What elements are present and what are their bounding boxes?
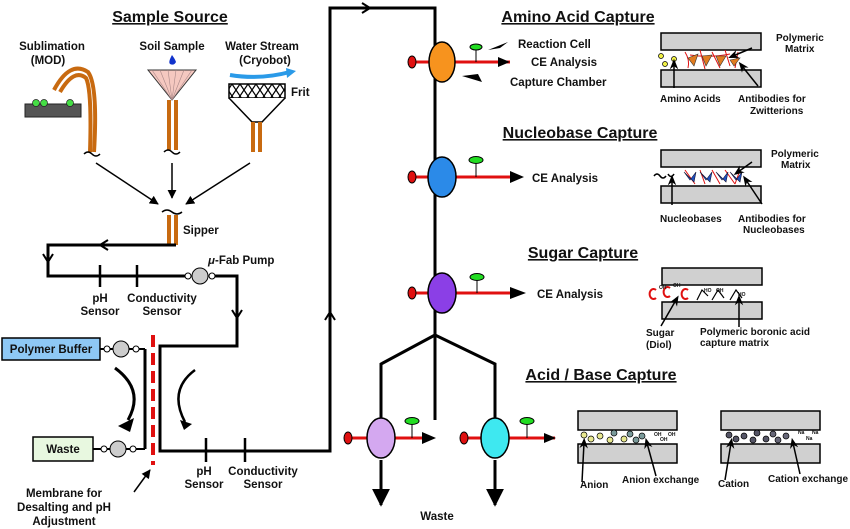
- inset-label: capture matrix: [700, 338, 769, 349]
- title-amino-acid: Amino Acid Capture: [501, 9, 654, 26]
- membrane-label: Membrane for: [26, 488, 103, 500]
- buffer-pump: [100, 340, 145, 358]
- source-sublimation: Sublimation (MOD): [19, 41, 101, 157]
- ho-label: HO: [704, 288, 712, 294]
- membrane-label-2: Desalting and pH: [17, 502, 111, 514]
- membrane-label-3: Adjustment: [32, 516, 95, 528]
- pump-label: -Fab Pump: [215, 255, 274, 267]
- water-label: Water Stream: [225, 41, 299, 53]
- inset-label: Cation exchange: [768, 474, 848, 485]
- inset-sugar: OH OH HO OH HO Sugar (Diol) Polymeric bo…: [646, 267, 810, 351]
- micro-fab-pump: μ -Fab Pump: [184, 255, 274, 285]
- oh-label: OH: [673, 283, 681, 289]
- inset-label: Anion exchange: [622, 475, 700, 486]
- source-soil: Soil Sample: [139, 41, 205, 155]
- water-label-2: (Cryobot): [239, 55, 291, 67]
- sensor-label: Sensor: [143, 306, 183, 318]
- chamber-nucleobase: CE Analysis: [407, 156, 598, 198]
- oh-label: OH: [668, 432, 676, 438]
- oh-label: OH: [659, 285, 667, 291]
- inset-nucleobase: Polymeric Matrix Nucleobases Antibodies …: [653, 149, 819, 236]
- chamber-base: [459, 417, 556, 459]
- inset-label: Anion: [580, 480, 608, 491]
- inset-label: Cation: [718, 479, 749, 490]
- oh-label: OH: [716, 288, 724, 294]
- title-sample-source: Sample Source: [112, 9, 228, 26]
- chamber-sugar: CE Analysis: [407, 272, 603, 314]
- inset-label: Matrix: [785, 44, 815, 55]
- waste-box-label: Waste: [46, 444, 79, 456]
- waste-label: Waste: [420, 511, 453, 523]
- source-water-stream: Water Stream (Cryobot) Frit: [225, 41, 310, 152]
- title-acid-base: Acid / Base Capture: [525, 367, 676, 384]
- sensor-label: Sensor: [81, 306, 121, 318]
- title-sugar: Sugar Capture: [528, 245, 638, 262]
- inset-label: Matrix: [781, 160, 811, 171]
- inset-label: Antibodies for: [738, 94, 806, 105]
- inset-base: Na Na Na Cation Cation exchange: [718, 410, 848, 490]
- source-arrows: [95, 162, 251, 205]
- sensor-label: Sensor: [244, 479, 284, 491]
- capture-chamber-label: Capture Chamber: [510, 77, 607, 89]
- capture-chamber-amino: [428, 41, 456, 83]
- reaction-cell-label: Reaction Cell: [518, 39, 591, 51]
- inset-label: Polymeric: [771, 149, 819, 160]
- na-label: Na: [812, 430, 819, 436]
- ce-analysis-label: CE Analysis: [532, 173, 598, 185]
- inset-label: Nucleobases: [743, 225, 805, 236]
- chamber-amino: Reaction Cell CE Analysis Capture Chambe…: [407, 39, 607, 89]
- sublimation-label: Sublimation: [19, 41, 85, 53]
- inset-amino: Polymeric Matrix Amino Acids Antibodies …: [658, 32, 824, 117]
- inset-label: Polymeric boronic acid: [700, 327, 810, 338]
- ce-analysis-label: CE Analysis: [537, 289, 603, 301]
- oh-label: OH: [654, 432, 662, 438]
- sublimation-plate: [24, 103, 82, 118]
- frit-label: Frit: [291, 87, 310, 99]
- sublimation-label-2: (MOD): [31, 55, 66, 67]
- oh-label: OH: [660, 437, 668, 443]
- pump-prefix: μ: [207, 255, 215, 267]
- inset-label: Zwitterions: [750, 106, 804, 117]
- soil-label: Soil Sample: [139, 41, 204, 53]
- inset-label: Amino Acids: [660, 94, 721, 105]
- sensor-label: Sensor: [185, 479, 225, 491]
- ph-label: pH: [196, 466, 211, 478]
- inset-label: Sugar: [646, 328, 674, 339]
- ce-analysis-label: CE Analysis: [531, 57, 597, 69]
- ho-label: HO: [738, 292, 746, 298]
- frit: [228, 83, 286, 99]
- inset-label: Nucleobases: [660, 214, 722, 225]
- inset-label: (Diol): [646, 340, 672, 351]
- waste-pump: [93, 440, 145, 458]
- polymer-buffer-label: Polymer Buffer: [10, 344, 93, 356]
- inset-label: Polymeric: [776, 33, 824, 44]
- inset-label: Antibodies for: [738, 214, 806, 225]
- inset-acid: OH OH OH Anion Anion exchange: [577, 410, 700, 491]
- flow-arrow-icon: [99, 239, 109, 251]
- water-flow-arrow-icon: [286, 68, 296, 78]
- title-nucleobase: Nucleobase Capture: [503, 125, 658, 142]
- sipper: Sipper: [161, 209, 219, 245]
- sipper-label: Sipper: [183, 225, 219, 237]
- conductivity-label: Conductivity: [228, 466, 298, 478]
- na-label: Na: [798, 430, 805, 436]
- na-label: Na: [806, 436, 813, 442]
- ph-label: pH: [92, 293, 107, 305]
- conductivity-label: Conductivity: [127, 293, 197, 305]
- chamber-acid: [343, 417, 436, 459]
